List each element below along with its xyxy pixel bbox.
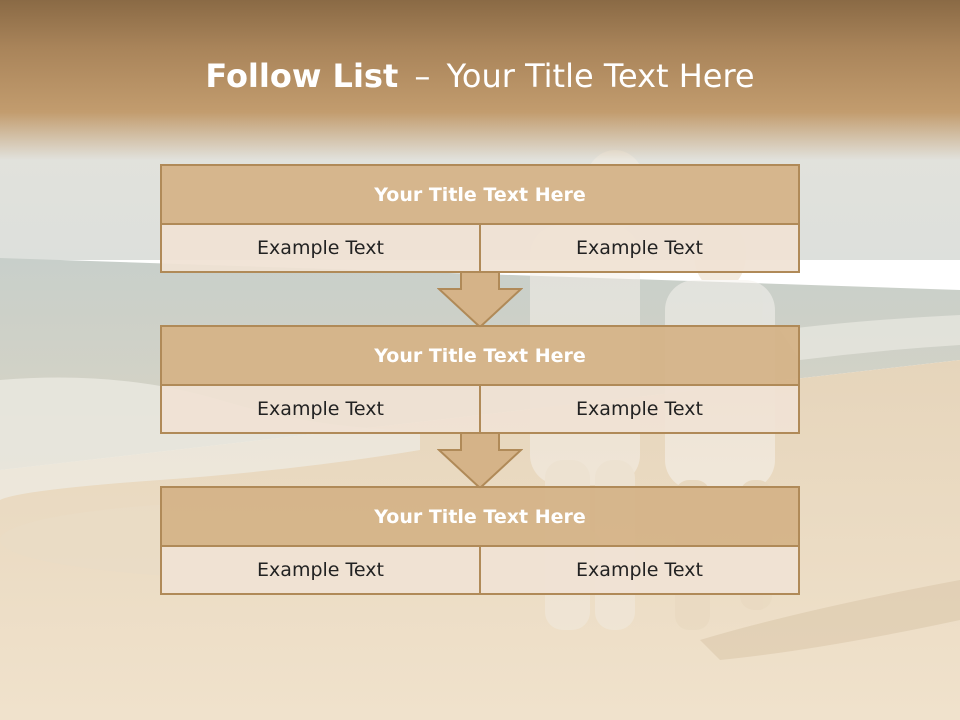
step-cell-right: Example Text <box>479 547 798 593</box>
step-cell-left: Example Text <box>162 225 479 271</box>
slide-title-rest: Your Title Text Here <box>446 57 755 95</box>
step-row: Example Text Example Text <box>162 547 798 593</box>
step-box-2: Your Title Text Here Example Text Exampl… <box>160 325 800 434</box>
slide-title-separator: – <box>414 57 431 95</box>
step-cell-right: Example Text <box>479 225 798 271</box>
step-cell-left: Example Text <box>162 547 479 593</box>
step-row: Example Text Example Text <box>162 386 798 432</box>
step-box-3: Your Title Text Here Example Text Exampl… <box>160 486 800 595</box>
step-cell-right: Example Text <box>479 386 798 432</box>
step-box-1: Your Title Text Here Example Text Exampl… <box>160 164 800 273</box>
slide-title: Follow List – Your Title Text Here <box>0 52 960 100</box>
title-band <box>0 0 960 160</box>
slide-title-bold: Follow List <box>205 57 399 95</box>
step-cell-left: Example Text <box>162 386 479 432</box>
step-title: Your Title Text Here <box>162 327 798 386</box>
down-arrow-icon <box>437 271 523 329</box>
step-title: Your Title Text Here <box>162 166 798 225</box>
step-title: Your Title Text Here <box>162 488 798 547</box>
step-row: Example Text Example Text <box>162 225 798 271</box>
down-arrow-icon <box>437 432 523 490</box>
